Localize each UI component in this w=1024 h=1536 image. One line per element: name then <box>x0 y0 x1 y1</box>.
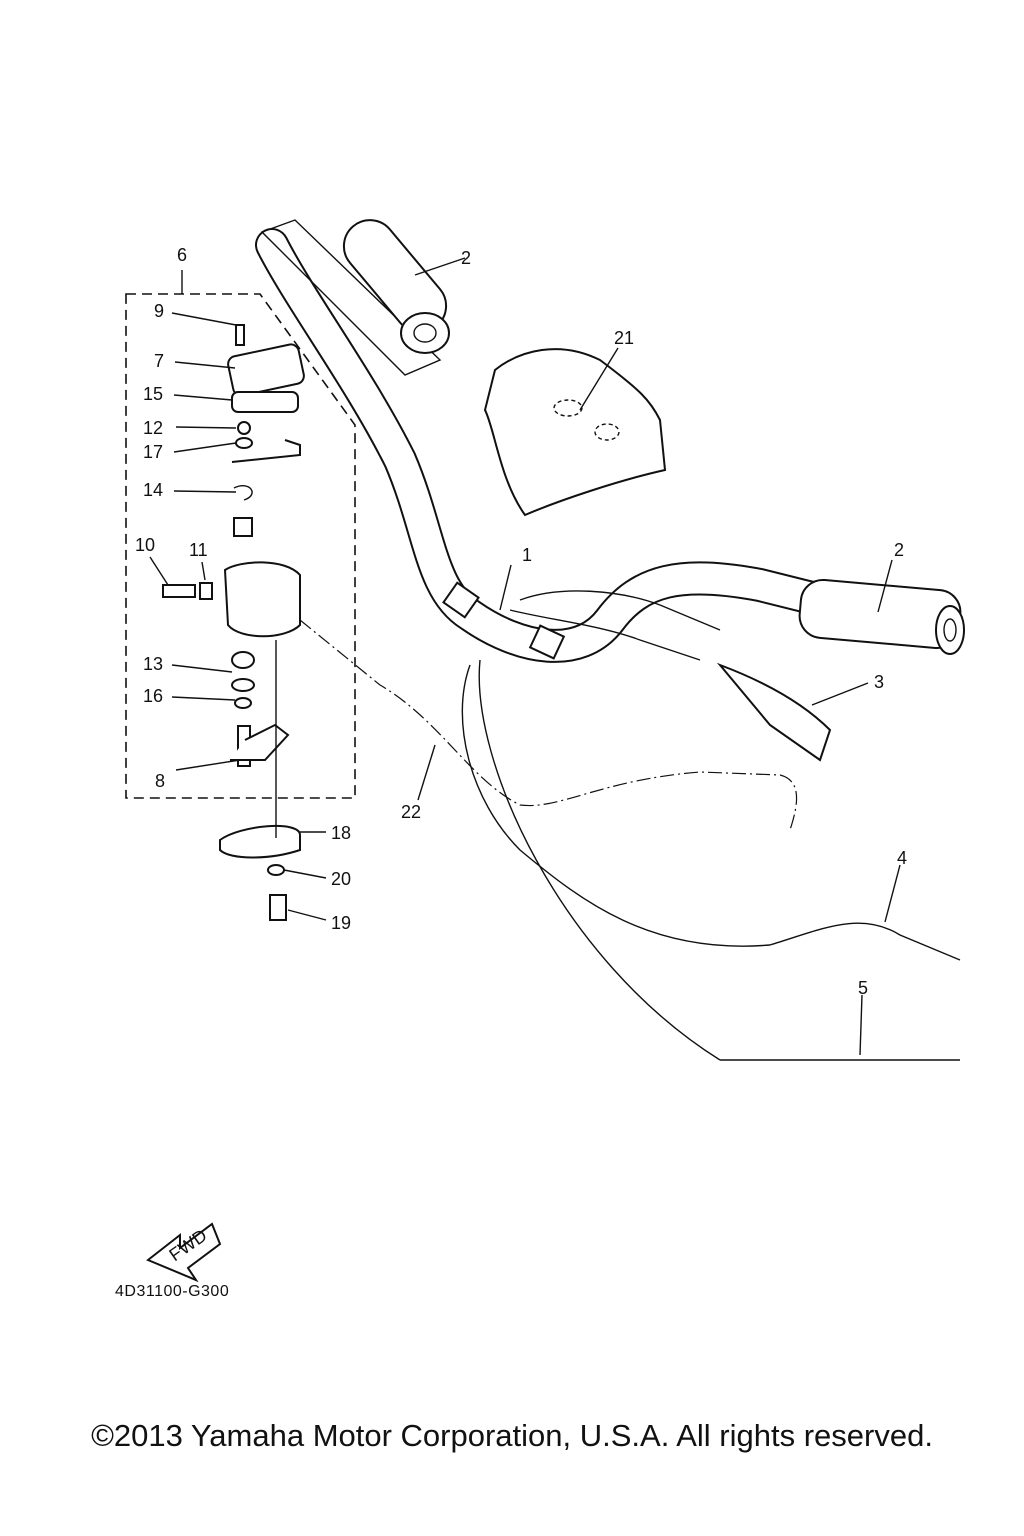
callout-7: 7 <box>154 351 164 371</box>
throttle-assembly-box <box>125 293 356 799</box>
callout-18: 18 <box>331 823 351 843</box>
callout-2-left-grip: 2 <box>461 248 471 268</box>
handlebar <box>255 219 837 663</box>
callout-22: 22 <box>401 802 421 822</box>
callout-14: 14 <box>143 480 163 500</box>
callout-15: 15 <box>143 384 163 404</box>
callout-3: 3 <box>874 672 884 692</box>
diagram-code: 4D31100-G300 <box>115 1283 230 1300</box>
copyright-notice: ©2013 Yamaha Motor Corporation, U.S.A. A… <box>91 1418 933 1453</box>
callout-2-right-grip: 2 <box>894 540 904 560</box>
callout-11: 11 <box>189 540 208 560</box>
callout-17: 17 <box>143 442 163 462</box>
callout-6: 6 <box>177 245 187 265</box>
callout-4: 4 <box>897 848 907 868</box>
callout-21: 21 <box>614 328 634 348</box>
right-grip <box>798 578 965 655</box>
left-grip <box>342 219 450 354</box>
callout-13: 13 <box>143 654 163 674</box>
callout-19: 19 <box>331 913 351 933</box>
callout-8: 8 <box>155 771 165 791</box>
callout-10: 10 <box>135 535 155 555</box>
callout-12: 12 <box>143 418 163 438</box>
throttle-components <box>162 324 305 921</box>
cables <box>299 590 961 1061</box>
leader-lines <box>149 257 901 1056</box>
callout-9: 9 <box>154 301 164 321</box>
callouts: 1 2 2 3 4 5 6 7 8 9 10 11 12 13 14 15 16… <box>135 245 907 998</box>
callout-20: 20 <box>331 869 351 889</box>
handlebar-cover <box>483 348 667 517</box>
callout-16: 16 <box>143 686 163 706</box>
callout-1: 1 <box>522 545 532 565</box>
callout-5: 5 <box>858 978 868 998</box>
fwd-arrow: FWD <box>146 1222 222 1283</box>
